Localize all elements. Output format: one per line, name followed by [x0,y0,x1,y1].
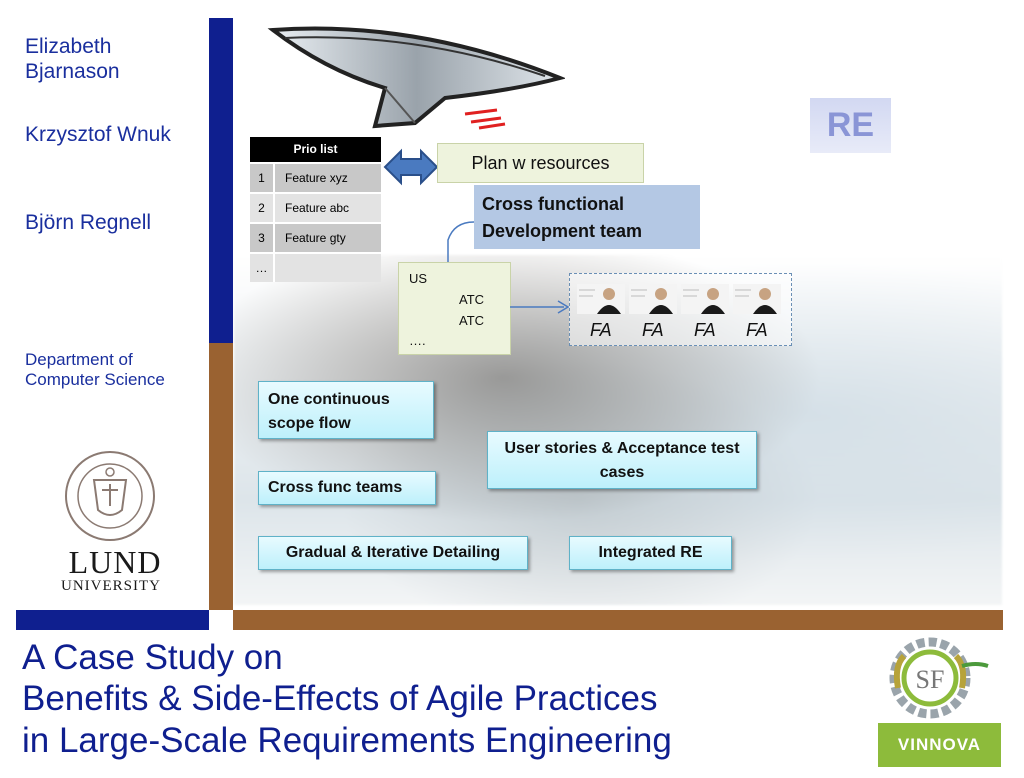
title-line: Benefits & Side-Effects of Agile Practic… [22,679,658,719]
integrated-re-box: Integrated RE [569,536,732,570]
funnel-illustration [267,26,565,130]
us-line: US [409,271,428,286]
table-row: 1 Feature xyz [250,162,381,192]
page-title: A Case Study on Benefits & Side-Effects … [22,637,672,761]
title-line: in Large-Scale Requirements Engineering [22,720,672,760]
horizontal-bar-blue [16,610,209,630]
prio-number: 2 [250,194,275,222]
vertical-bar-blue [209,18,233,343]
person-icon [629,284,677,314]
person-icon [681,284,729,314]
author-1: Elizabeth Bjarnason [25,35,120,84]
table-row: 2 Feature abc [250,192,381,222]
cross-func-teams-box: Cross func teams [258,471,436,505]
person-icon [733,284,781,314]
prio-number: … [250,254,275,282]
author-2: Krzysztof Wnuk [25,123,171,146]
prio-list-table: Prio list 1 Feature xyz 2 Feature abc 3 … [250,137,381,282]
arrow-right-icon [510,300,570,314]
atc-line: ATC [459,312,485,328]
ssf-logo-icon: SF [889,637,989,719]
person-icons-group [577,284,781,314]
university-wordmark: UNIVERSITY [61,578,161,594]
table-row: … [250,252,381,282]
fa-label: FA [642,320,664,340]
prio-list-header: Prio list [250,137,381,162]
prio-number: 1 [250,164,275,192]
double-arrow-icon [383,148,439,186]
ellipsis-line: …. [409,333,426,349]
vinnova-logo: VINNOVA [878,723,1001,767]
cross-functional-team-box: Cross functional Development team [474,185,700,249]
prio-feature: Feature xyz [285,171,348,185]
title-line: A Case Study on [22,638,283,677]
lund-seal-icon [65,451,155,541]
table-row: 3 Feature gty [250,222,381,252]
user-stories-box: User stories & Acceptance test cases [487,431,757,489]
fa-label: FA [746,320,768,340]
prio-feature: Feature abc [285,201,350,215]
scope-flow-box: One continuous scope flow [258,381,434,439]
re-label: RE [810,98,891,153]
gradual-detailing-box: Gradual & Iterative Detailing [258,536,528,570]
prio-number: 3 [250,224,275,252]
department-label: Department of Computer Science [25,350,165,390]
atc-line: ATC [459,291,485,307]
lund-wordmark: LUND [68,544,162,580]
prio-feature [275,254,381,282]
person-icon [577,284,625,314]
plan-resources-box: Plan w resources [437,143,644,183]
fa-label: FA [590,320,612,340]
horizontal-bar-brown [233,610,1003,630]
vertical-bar-brown [209,343,233,610]
fa-label: FA [694,320,716,340]
connector-line [447,221,475,263]
author-3: Björn Regnell [25,211,152,234]
prio-feature: Feature gty [285,231,346,245]
svg-text:SF: SF [916,665,945,694]
user-story-box: US ATC ATC …. [398,262,511,355]
